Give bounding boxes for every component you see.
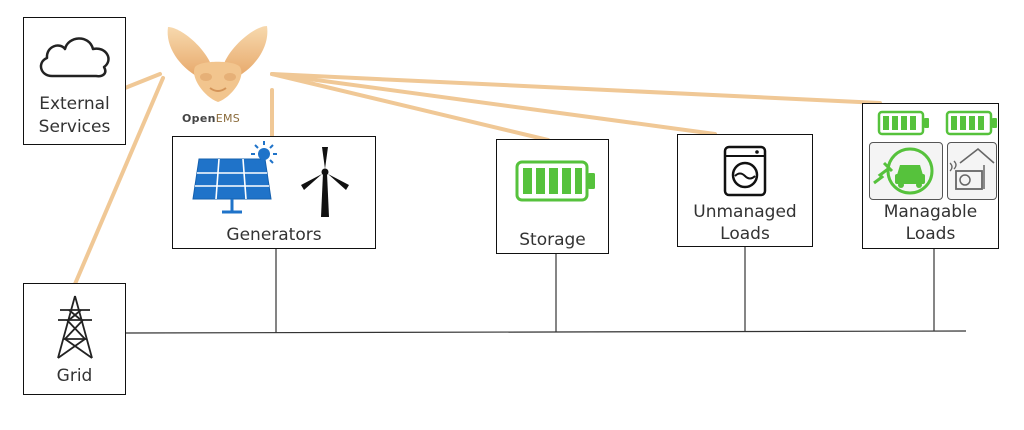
- managable-loads-label-line2: Loads: [905, 224, 956, 244]
- battery-icon: [515, 160, 595, 202]
- storage-label: Storage: [519, 230, 586, 250]
- generators-label: Generators: [226, 225, 322, 245]
- grid-label: Grid: [56, 366, 93, 386]
- sun-icon: [251, 141, 277, 167]
- link-unmanaged: [270, 72, 717, 136]
- battery-icon: [877, 110, 929, 136]
- managable-loads-label-line1: Managable: [883, 202, 978, 222]
- link-external: [123, 72, 162, 90]
- unmanaged-loads-label-line2: Loads: [720, 224, 770, 244]
- power-bus: [124, 247, 967, 334]
- generators-node: Generators: [172, 136, 376, 249]
- link-grid: [73, 76, 165, 286]
- washing-machine-icon: [723, 145, 767, 197]
- heat-pump-tile: [947, 142, 997, 200]
- grid-node: Grid: [23, 283, 126, 395]
- unmanaged-loads-label-line1: Unmanaged: [693, 202, 797, 222]
- link-managable: [270, 72, 882, 105]
- solar-panel-icon: [192, 158, 272, 214]
- external-services-label-line1: External: [39, 94, 110, 114]
- heat-pump-icon: [949, 147, 995, 190]
- ev-charger-tile: [869, 142, 943, 200]
- wind-turbine-icon: [301, 147, 349, 217]
- transmission-tower-icon: [57, 295, 93, 359]
- logo-text-open: Open: [182, 112, 216, 125]
- logo-text-ems: EMS: [215, 112, 241, 125]
- storage-node: Storage: [496, 139, 609, 254]
- ev-charger-icon: [873, 147, 934, 195]
- link-storage: [270, 72, 550, 142]
- cloud-icon: [39, 37, 110, 78]
- fox-logo-icon: [167, 26, 268, 102]
- unmanaged-loads-node: Unmanaged Loads: [677, 134, 813, 247]
- openems-logo: OpenEMS: [160, 22, 275, 132]
- battery-icon: [945, 110, 997, 136]
- bus-line: [124, 330, 967, 334]
- managable-loads-node: Managable Loads: [862, 103, 999, 249]
- communication-lines: [73, 72, 882, 286]
- external-services-label-line2: Services: [38, 117, 111, 137]
- external-services-node: External Services: [23, 17, 126, 145]
